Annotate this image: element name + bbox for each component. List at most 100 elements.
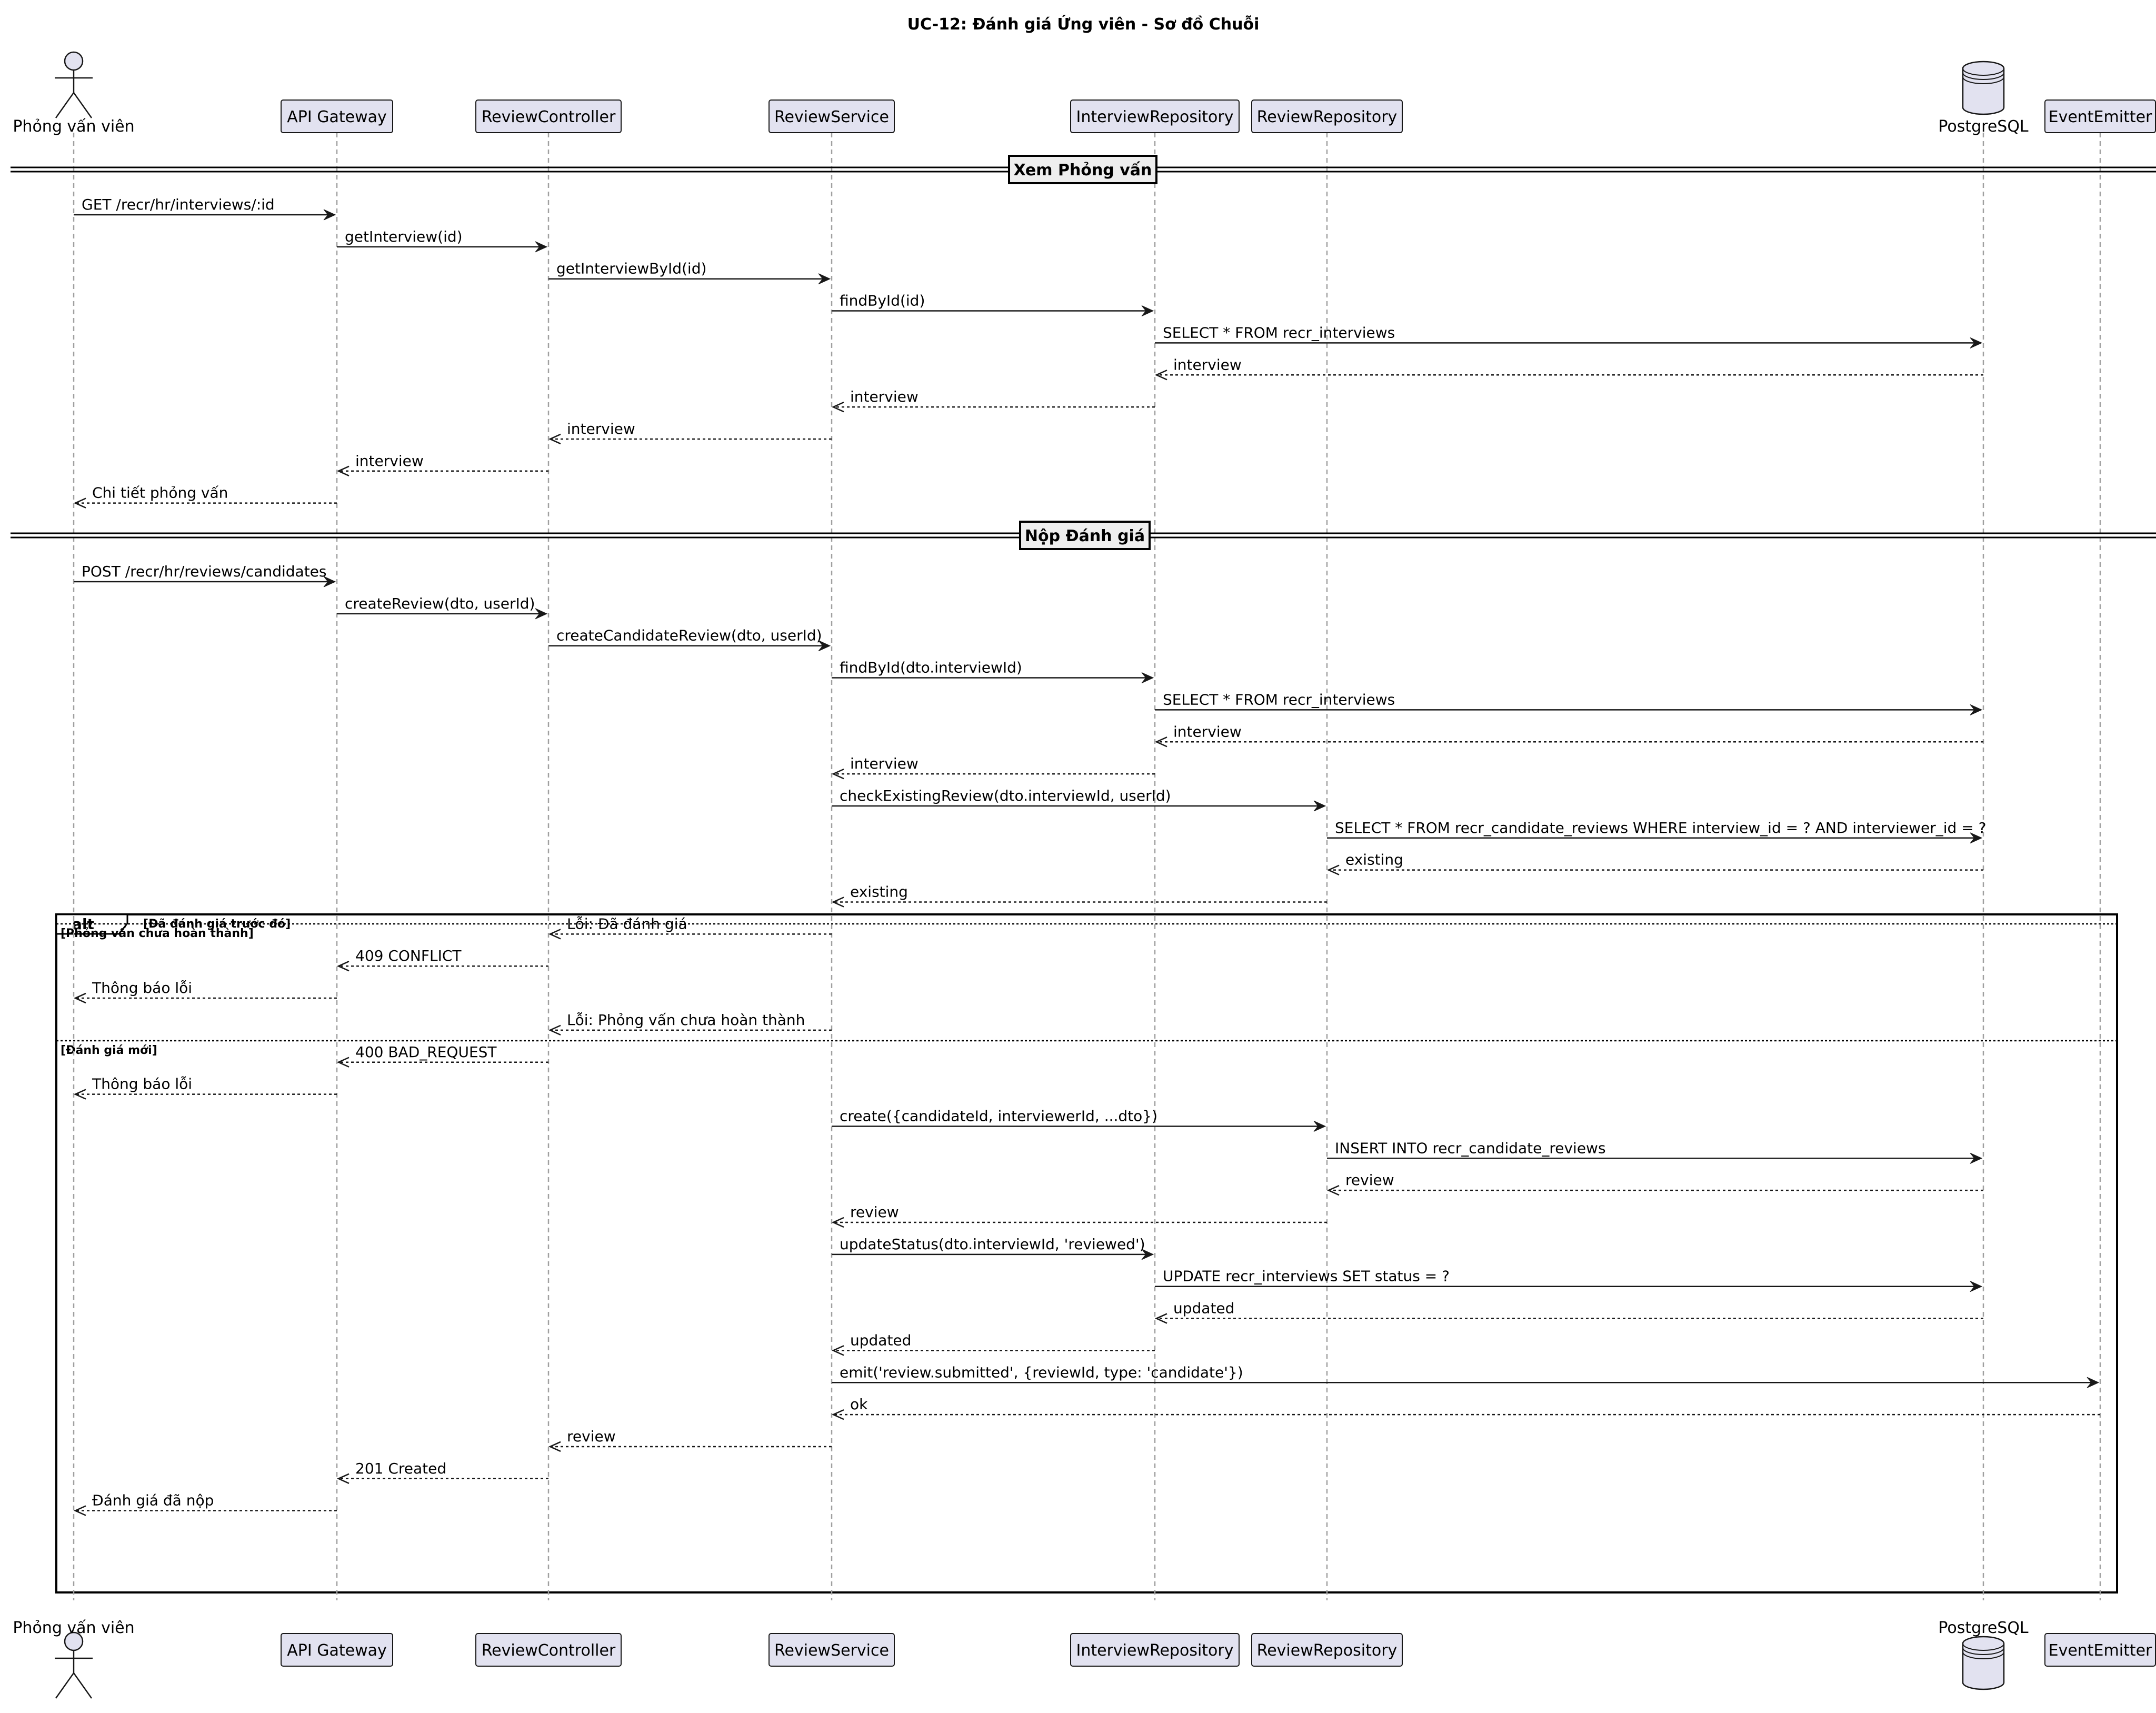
participant-label: Phỏng vấn viên bbox=[13, 1619, 134, 1637]
message-label: SELECT * FROM recr_candidate_reviews WHE… bbox=[1335, 819, 1986, 836]
message-arrowhead bbox=[535, 608, 548, 620]
message-arrowhead bbox=[2087, 1377, 2100, 1388]
message-label: Thông báo lỗi bbox=[92, 1075, 192, 1093]
messages-layer: GET /recr/hr/interviews/:idgetInterview(… bbox=[73, 196, 2100, 1516]
alt-fragment-frame bbox=[55, 913, 2118, 1594]
message-label: Chi tiết phỏng vấn bbox=[92, 484, 228, 502]
participant-box bbox=[2044, 1633, 2156, 1667]
section-divider-label: Xem Phỏng vấn bbox=[1014, 161, 1152, 180]
message-arrowhead bbox=[818, 640, 831, 652]
message-label: review bbox=[1345, 1171, 1394, 1189]
participant-interviewer-top: Phỏng vấn viên bbox=[13, 51, 135, 136]
message-label: getInterviewById(id) bbox=[556, 260, 706, 277]
alt-guard-label: [Phỏng vấn chưa hoàn thành] bbox=[61, 927, 254, 940]
section-divider-label: Nộp Đánh giá bbox=[1025, 527, 1145, 545]
message-arrowhead bbox=[1970, 704, 1983, 715]
message-arrowhead bbox=[1154, 1313, 1167, 1324]
message-arrowhead bbox=[323, 209, 336, 221]
participant-label: PostgreSQL bbox=[1938, 1619, 2029, 1637]
message-arrowhead bbox=[336, 1057, 350, 1068]
message-label: updated bbox=[1173, 1300, 1234, 1317]
participant-box bbox=[2044, 99, 2156, 133]
participant-label: ReviewService bbox=[774, 108, 889, 126]
message-label: interview bbox=[567, 420, 635, 437]
lifelines-layer bbox=[73, 133, 2101, 1600]
participant-label: ReviewController bbox=[482, 108, 616, 126]
participant-box bbox=[1251, 1633, 1403, 1667]
message-label: updated bbox=[850, 1331, 911, 1349]
message-label: ok bbox=[850, 1396, 868, 1413]
message-arrowhead bbox=[548, 1024, 561, 1036]
message-arrowhead bbox=[831, 768, 844, 780]
actor-figure bbox=[55, 1650, 93, 1699]
message-arrowhead bbox=[831, 401, 844, 413]
message-arrowhead bbox=[1970, 337, 1983, 348]
message-label: existing bbox=[850, 883, 908, 901]
participant-label: ReviewService bbox=[774, 1641, 889, 1660]
message-label: createCandidateReview(dto, userId) bbox=[556, 627, 822, 644]
message-arrowhead bbox=[73, 992, 86, 1004]
message-arrowhead bbox=[548, 1441, 561, 1452]
message-arrowhead bbox=[73, 1505, 86, 1516]
message-arrowhead bbox=[1154, 736, 1167, 748]
message-label: Thông báo lỗi bbox=[92, 979, 192, 997]
message-label: interview bbox=[355, 452, 424, 470]
message-arrowhead bbox=[1326, 1185, 1340, 1196]
message-arrowhead bbox=[1154, 370, 1167, 381]
message-label: INSERT INTO recr_candidate_reviews bbox=[1335, 1139, 1606, 1157]
actor-figure bbox=[55, 70, 93, 118]
message-label: 201 Created bbox=[355, 1460, 446, 1477]
message-label: POST /recr/hr/reviews/candidates bbox=[82, 563, 327, 580]
participant-label: InterviewRepository bbox=[1076, 1641, 1233, 1660]
message-label: SELECT * FROM recr_interviews bbox=[1163, 324, 1395, 341]
participant-controller-bottom: ReviewController bbox=[475, 1633, 622, 1667]
participant-interviewer-bottom: Phỏng vấn viên bbox=[13, 1619, 135, 1699]
message-arrowhead bbox=[818, 273, 831, 285]
message-arrowhead bbox=[336, 1473, 350, 1484]
message-label: existing bbox=[1345, 851, 1403, 869]
message-arrowhead bbox=[73, 497, 86, 509]
participant-box bbox=[1070, 1633, 1240, 1667]
message-arrowhead bbox=[831, 1409, 844, 1420]
participant-box bbox=[475, 1633, 622, 1667]
message-arrowhead bbox=[1326, 864, 1340, 875]
section-divider-box bbox=[1008, 155, 1157, 184]
message-label: Lỗi: Đã đánh giá bbox=[567, 915, 687, 932]
message-label: createReview(dto, userId) bbox=[345, 595, 535, 612]
message-label: interview bbox=[1173, 356, 1242, 373]
message-arrowhead bbox=[831, 1217, 844, 1228]
participant-label: InterviewRepository bbox=[1076, 108, 1233, 126]
participant-emitter-bottom: EventEmitter bbox=[2044, 1633, 2156, 1667]
message-label: review bbox=[850, 1203, 899, 1221]
participant-box bbox=[1070, 99, 1240, 133]
alt-fragment-layer: alt[Đã đánh giá trước đó][Phỏng vấn chưa… bbox=[55, 913, 2118, 1594]
alt-guard-label: [Đánh giá mới] bbox=[61, 1044, 157, 1057]
participant-label: ReviewRepository bbox=[1257, 108, 1398, 126]
message-label: updateStatus(dto.interviewId, 'reviewed'… bbox=[840, 1236, 1145, 1253]
message-arrowhead bbox=[1970, 832, 1983, 844]
section-divider-box bbox=[1019, 521, 1151, 550]
message-arrowhead bbox=[1970, 1152, 1983, 1164]
message-arrowhead bbox=[336, 961, 350, 972]
message-label: interview bbox=[850, 755, 919, 772]
diagram-title: UC-12: Đánh giá Ứng viên - Sơ đồ Chuỗi bbox=[907, 14, 1260, 34]
participant-service-top: ReviewService bbox=[768, 99, 895, 133]
participant-interviewRepo-bottom: InterviewRepository bbox=[1070, 1633, 1240, 1667]
participant-controller-top: ReviewController bbox=[475, 99, 622, 133]
participant-label: ReviewController bbox=[482, 1641, 616, 1660]
message-arrowhead bbox=[535, 241, 548, 253]
message-label: 400 BAD_REQUEST bbox=[355, 1043, 497, 1061]
message-label: SELECT * FROM recr_interviews bbox=[1163, 691, 1395, 708]
participant-box bbox=[768, 99, 895, 133]
participant-label: API Gateway bbox=[287, 108, 387, 126]
participant-reviewRepo-bottom: ReviewRepository bbox=[1251, 1633, 1403, 1667]
message-arrowhead bbox=[323, 576, 336, 587]
participant-label: Phỏng vấn viên bbox=[13, 117, 134, 136]
message-arrowhead bbox=[831, 897, 844, 908]
participant-gateway-top: API Gateway bbox=[281, 99, 393, 133]
participant-label: PostgreSQL bbox=[1938, 117, 2029, 136]
message-label: create({candidateId, interviewerId, ...d… bbox=[840, 1107, 1157, 1124]
message-label: UPDATE recr_interviews SET status = ? bbox=[1163, 1268, 1450, 1285]
message-arrowhead bbox=[73, 1089, 86, 1100]
